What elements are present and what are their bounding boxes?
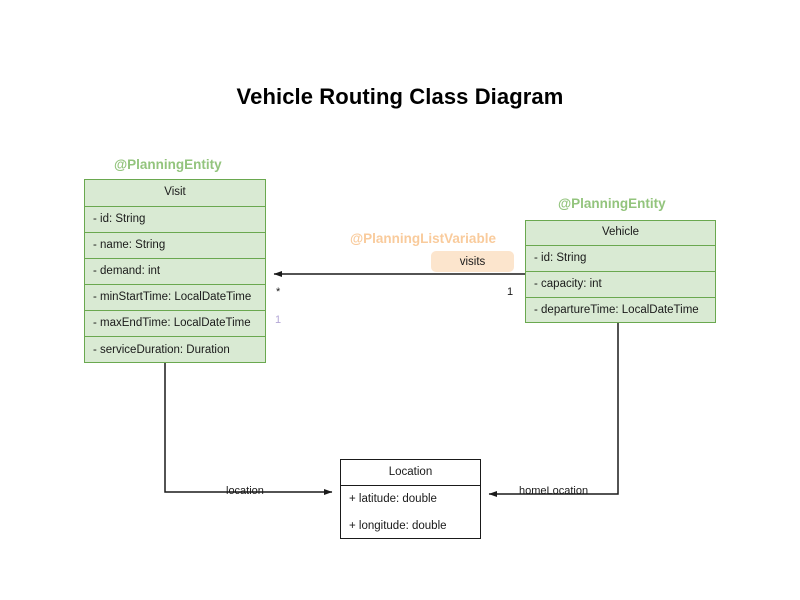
class-attribute: - capacity: int [526, 272, 715, 298]
class-name-vehicle: Vehicle [526, 221, 715, 246]
class-attribute: - id: String [85, 207, 265, 233]
class-box-visit[interactable]: Visit - id: String - name: String - dema… [84, 179, 266, 363]
class-attribute: + latitude: double [349, 492, 437, 505]
class-box-location[interactable]: Location + latitude: double + longitude:… [340, 459, 481, 539]
multiplicity-visit-many: * [276, 286, 281, 298]
class-box-vehicle[interactable]: Vehicle - id: String - capacity: int - d… [525, 220, 716, 323]
annotation-planning-entity-vehicle: @PlanningEntity [558, 196, 666, 211]
class-name-visit: Visit [85, 180, 265, 207]
class-attribute: - id: String [526, 246, 715, 272]
class-attribute: - maxEndTime: LocalDateTime [85, 311, 265, 337]
edge-home-location [488, 323, 619, 498]
relationship-label-home-location: homeLocation [519, 485, 589, 497]
relationship-label-location: location [226, 485, 264, 497]
relationship-label-visits: visits [431, 251, 514, 272]
annotation-planning-entity-visit: @PlanningEntity [114, 157, 222, 172]
class-attribute: - departureTime: LocalDateTime [534, 304, 699, 317]
class-attribute: - serviceDuration: Duration [93, 343, 230, 356]
multiplicity-vehicle-one: 1 [507, 286, 514, 298]
multiplicity-visit-one: 1 [275, 314, 282, 326]
class-name-location: Location [341, 460, 480, 486]
class-attribute: + longitude: double [349, 519, 447, 532]
class-attribute: - demand: int [85, 259, 265, 285]
class-attribute: - minStartTime: LocalDateTime [85, 285, 265, 311]
edge-location [164, 363, 333, 495]
class-attribute: - name: String [85, 233, 265, 259]
annotation-planning-list-variable: @PlanningListVariable [350, 231, 496, 246]
page-title: Vehicle Routing Class Diagram [236, 84, 564, 109]
